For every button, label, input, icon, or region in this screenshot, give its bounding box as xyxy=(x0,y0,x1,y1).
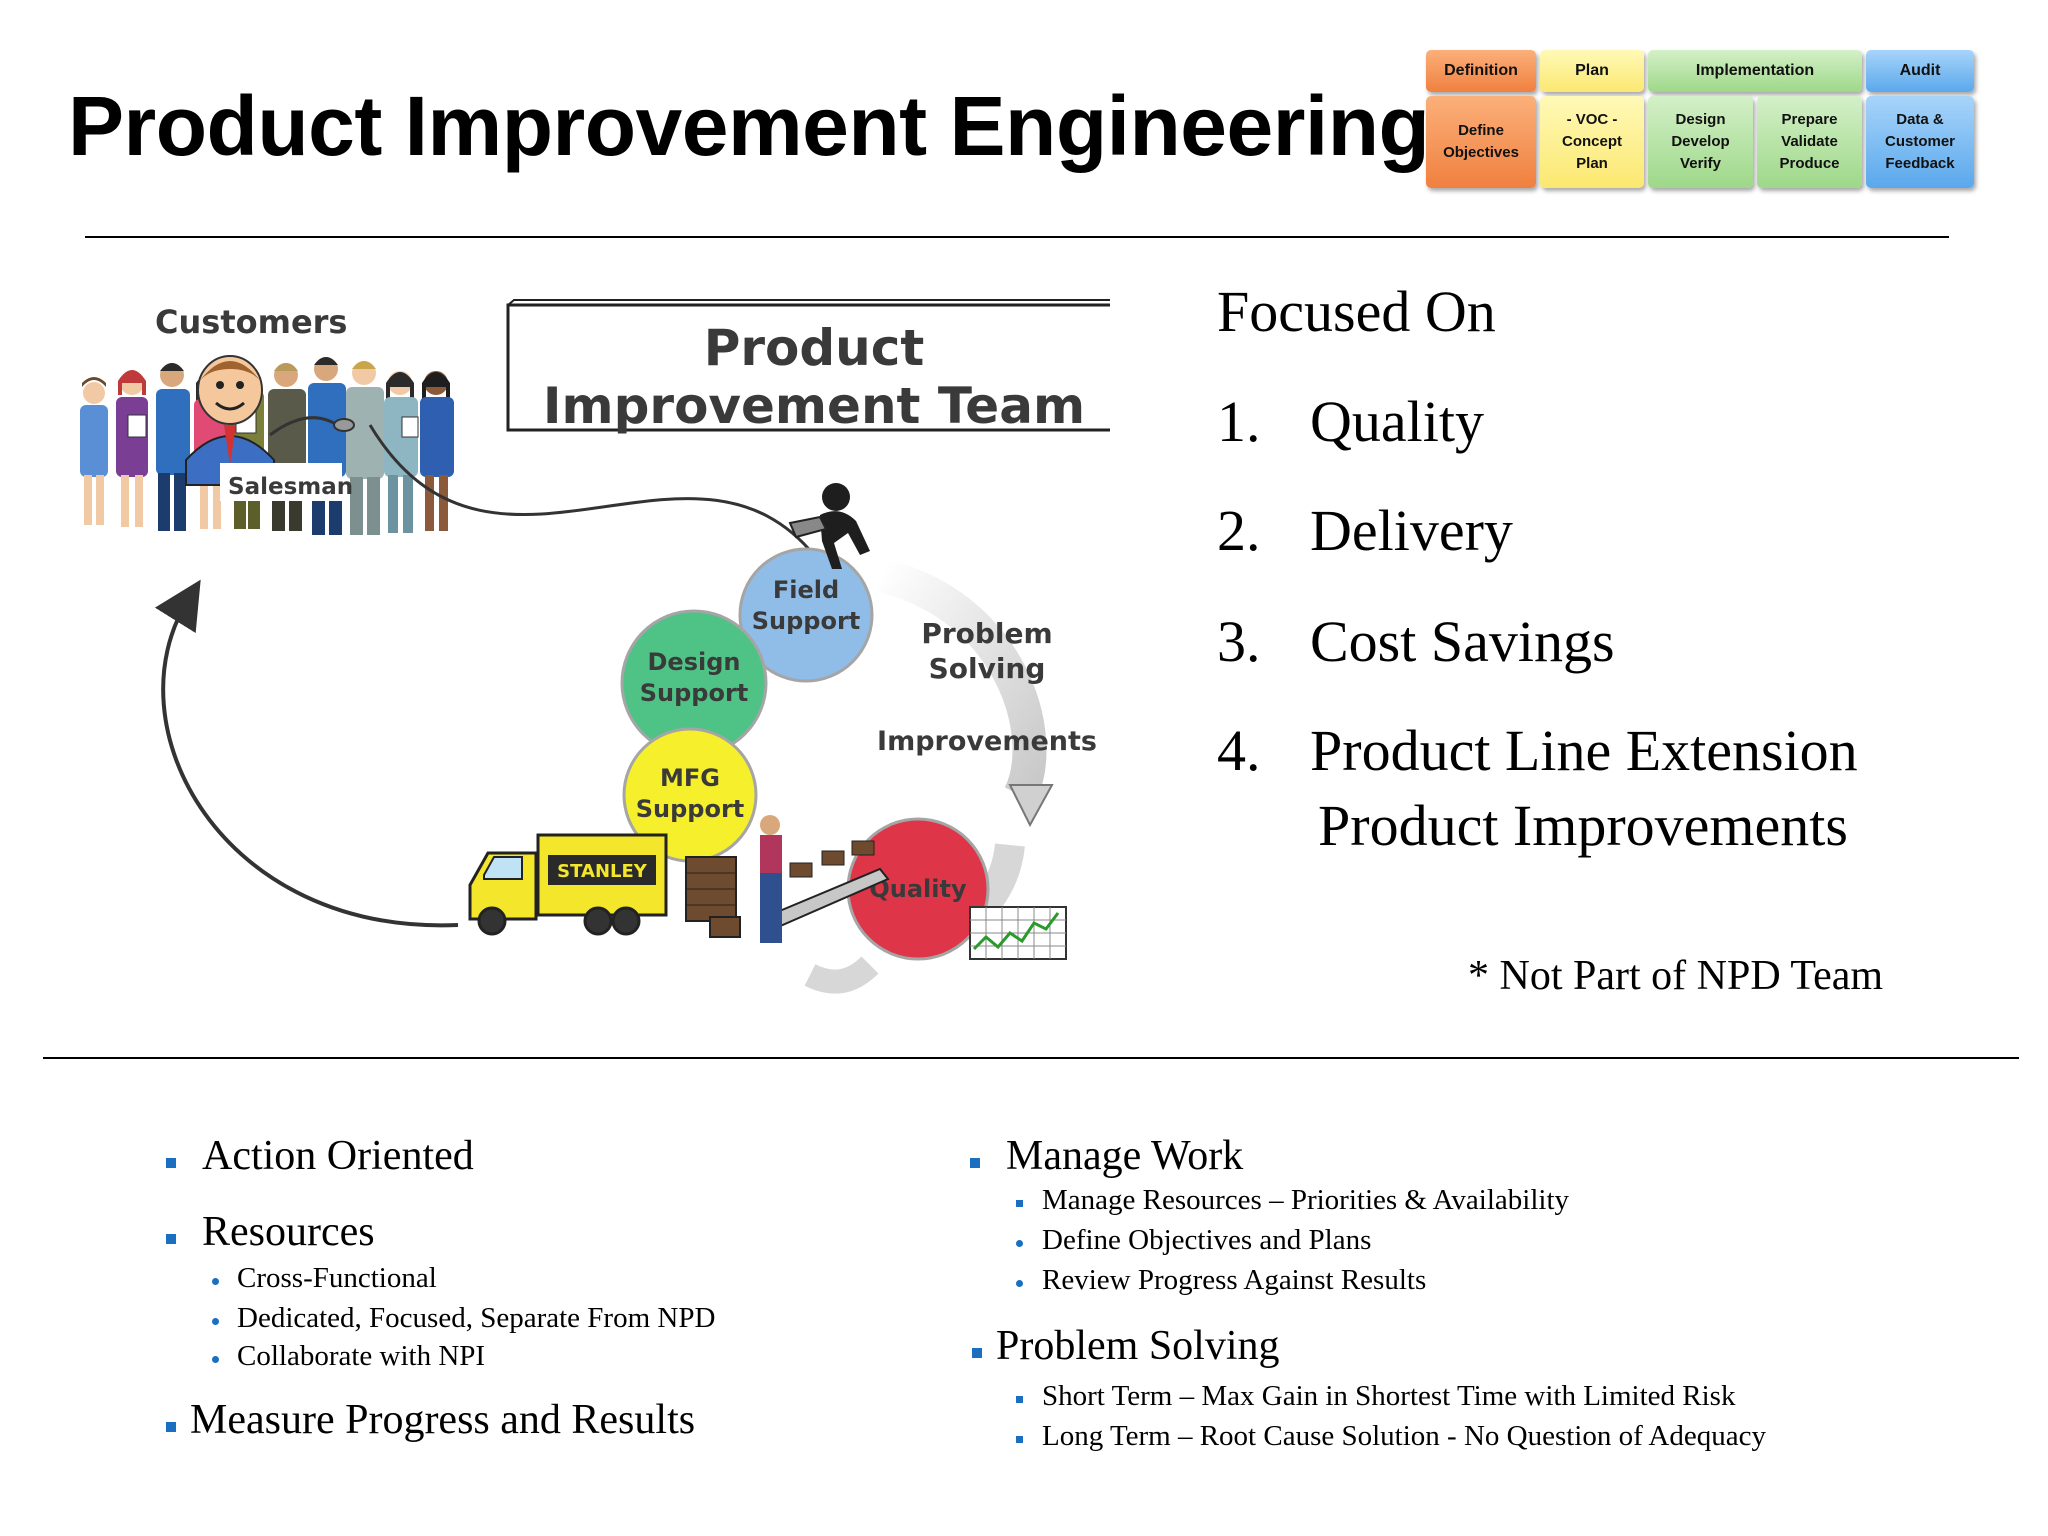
bullet-dot xyxy=(1016,1240,1023,1247)
phase-step-voc-concept-plan: - VOC - Concept Plan xyxy=(1540,96,1644,188)
focus-item-4-sub: Product Improvements xyxy=(1318,793,1848,858)
bullet-action-oriented: Action Oriented xyxy=(202,1133,474,1179)
phase-table: Definition Plan Implementation Audit Def… xyxy=(1426,50,1976,190)
quality-trend-chart-illustration xyxy=(969,906,1067,960)
factory-conveyor-illustration xyxy=(685,815,890,943)
focus-num-2: 2. xyxy=(1217,498,1261,563)
footnote: * Not Part of NPD Team xyxy=(1468,953,1884,999)
customers-crowd-illustration xyxy=(80,357,454,535)
focus-heading: Focused On xyxy=(1217,279,1496,344)
bullet-dot xyxy=(212,1356,219,1363)
bullet-square xyxy=(970,1158,980,1168)
improvements-label: Improvements xyxy=(877,726,1097,757)
bullet-square xyxy=(166,1422,176,1432)
sub-bullet-dedicated: Dedicated, Focused, Separate From NPD xyxy=(237,1302,716,1334)
page-title: Product Improvement Engineering xyxy=(68,79,1430,173)
bullet-square-small xyxy=(1016,1436,1023,1443)
problem-solving-label-1: Problem xyxy=(921,617,1052,650)
bullet-problem-solving: Problem Solving xyxy=(996,1323,1280,1369)
bullet-square xyxy=(166,1158,176,1168)
phase-header-implementation: Implementation xyxy=(1648,50,1862,92)
problem-solving-label-2: Solving xyxy=(929,652,1046,685)
focus-item-1: Quality xyxy=(1310,389,1484,454)
sub-bullet-define-objectives: Define Objectives and Plans xyxy=(1042,1224,1372,1256)
sub-bullet-cross-functional: Cross-Functional xyxy=(237,1262,437,1294)
focus-num-4: 4. xyxy=(1217,718,1261,783)
phase-header-audit: Audit xyxy=(1866,50,1974,92)
bullet-dot xyxy=(212,1278,219,1285)
bottom-divider xyxy=(43,1057,2019,1059)
bullet-resources: Resources xyxy=(202,1209,375,1255)
focus-num-1: 1. xyxy=(1217,389,1261,454)
phase-step-define-objectives: Define Objectives xyxy=(1426,96,1536,188)
cycle-arrowhead-1 xyxy=(1008,784,1054,828)
bullet-manage-work: Manage Work xyxy=(1006,1133,1244,1179)
focus-item-2: Delivery xyxy=(1310,498,1513,563)
bullet-dot xyxy=(212,1318,219,1325)
salesman-line xyxy=(368,424,816,556)
team-box-line1: Product xyxy=(704,319,925,377)
phase-step-data-feedback: Data & Customer Feedback xyxy=(1866,96,1974,188)
focus-num-3: 3. xyxy=(1217,609,1261,674)
salesman-illustration xyxy=(185,355,355,501)
field-support-label-1: Field xyxy=(773,576,839,604)
bullet-square-small xyxy=(1016,1200,1023,1207)
bullet-dot xyxy=(1016,1280,1023,1287)
cycle-arrow-problem-solving xyxy=(875,558,1047,803)
field-support-circle xyxy=(738,547,874,683)
bullet-square-small xyxy=(1016,1396,1023,1403)
focus-item-4: Product Line Extension xyxy=(1310,718,1858,783)
cycle-arrow-quality xyxy=(804,956,879,994)
team-box xyxy=(506,299,1110,432)
top-divider xyxy=(85,236,1949,238)
bullet-square xyxy=(972,1348,982,1358)
sub-bullet-review-progress: Review Progress Against Results xyxy=(1042,1264,1427,1296)
sub-bullet-long-term: Long Term – Root Cause Solution - No Que… xyxy=(1042,1420,1766,1452)
customers-label: Customers xyxy=(155,303,347,341)
phase-header-plan: Plan xyxy=(1540,50,1644,92)
sub-bullet-short-term: Short Term – Max Gain in Shortest Time w… xyxy=(1042,1380,1736,1412)
sub-bullet-manage-resources: Manage Resources – Priorities & Availabi… xyxy=(1042,1184,1569,1216)
team-box-line2: Improvement Team xyxy=(543,377,1085,435)
phase-step-prepare-validate-produce: Prepare Validate Produce xyxy=(1757,96,1862,188)
design-support-label-2: Support xyxy=(640,679,749,707)
focus-item-3: Cost Savings xyxy=(1310,609,1615,674)
phase-step-design-develop-verify: Design Develop Verify xyxy=(1648,96,1753,188)
truck-brand-label: STANLEY xyxy=(557,861,648,882)
stanley-truck-illustration xyxy=(468,833,668,936)
sub-bullet-collaborate: Collaborate with NPI xyxy=(237,1340,486,1372)
mfg-support-label-1: MFG xyxy=(660,764,720,792)
field-worker-illustration xyxy=(788,483,870,569)
bullet-measure-progress: Measure Progress and Results xyxy=(190,1397,696,1443)
field-support-label-2: Support xyxy=(752,607,861,635)
bullet-square xyxy=(166,1234,176,1244)
mfg-support-label-2: Support xyxy=(636,795,745,823)
process-diagram: Customers xyxy=(80,299,1110,994)
salesman-label-bg xyxy=(220,463,342,501)
salesman-label: Salesman xyxy=(228,474,353,500)
return-arrow xyxy=(154,579,459,928)
design-support-label-1: Design xyxy=(648,648,741,676)
phase-header-definition: Definition xyxy=(1426,50,1536,92)
